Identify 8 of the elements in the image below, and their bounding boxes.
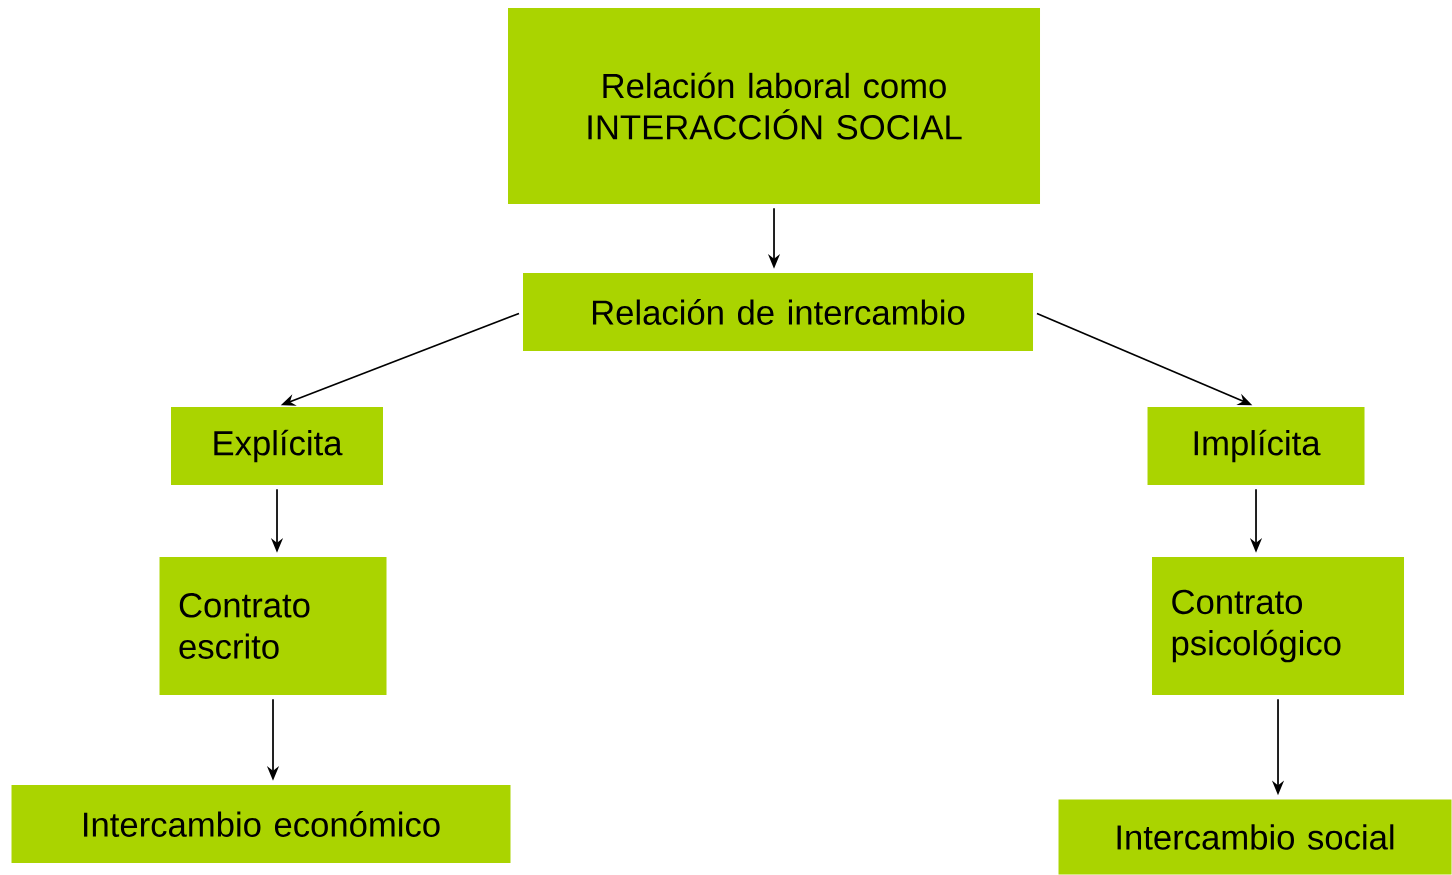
concept-box: Intercambio económico (11, 785, 511, 863)
concept-box: Implícita (1147, 407, 1365, 485)
concept-box: Relación laboral como INTERACCIÓN SOCIAL (508, 8, 1040, 204)
concept-box: Explícita (171, 407, 383, 485)
concept-box: Contrato escrito (159, 557, 387, 695)
concept-box: Contrato psicológico (1152, 557, 1404, 695)
concept-box: Relación de intercambio (523, 273, 1033, 351)
concept-box: Intercambio social (1058, 799, 1452, 875)
